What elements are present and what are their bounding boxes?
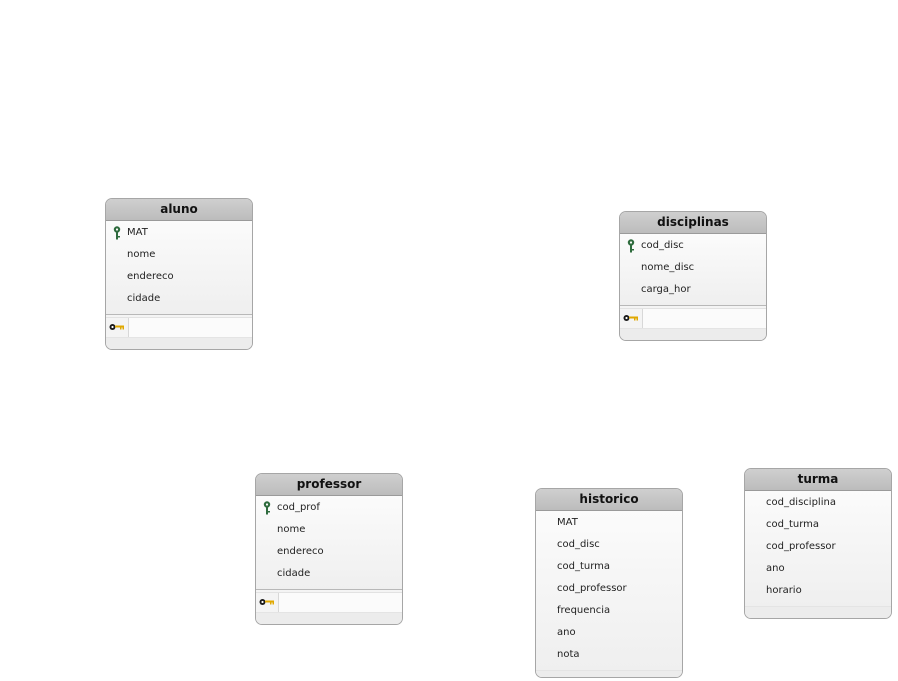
index-section[interactable] [106, 314, 252, 337]
field-name: cod_disciplina [766, 497, 836, 508]
field-mat[interactable]: MAT [106, 222, 252, 244]
field-endereco[interactable]: endereco [106, 266, 252, 288]
field-name: cod_turma [766, 519, 820, 530]
field-name: cod_disc [557, 539, 600, 550]
table-historico[interactable]: historico MAT cod_disc cod_turma cod_pro… [535, 488, 683, 678]
field-name: cidade [127, 293, 161, 304]
table-aluno-title: aluno [106, 199, 252, 221]
field-endereco[interactable]: endereco [256, 541, 402, 563]
field-name: nome [127, 249, 156, 260]
primary-key-icon [263, 501, 271, 515]
field-cod-disc[interactable]: cod_disc [536, 534, 682, 556]
table-disciplinas-fields: cod_disc nome_disc carga_hor [620, 234, 766, 305]
table-disciplinas[interactable]: disciplinas cod_disc nome_disc carga_hor [619, 211, 767, 341]
index-key-cell [620, 309, 643, 328]
table-disciplinas-footer [620, 328, 766, 340]
field-cod-professor[interactable]: cod_professor [536, 578, 682, 600]
table-professor-fields: cod_prof nome endereco cidade [256, 496, 402, 589]
table-disciplinas-title: disciplinas [620, 212, 766, 234]
table-historico-title: historico [536, 489, 682, 511]
table-aluno-footer [106, 337, 252, 349]
table-aluno-fields: MAT nome endereco cidade [106, 221, 252, 314]
index-key-icon [623, 315, 638, 321]
field-name: nota [557, 649, 580, 660]
field-ano[interactable]: ano [745, 558, 891, 580]
table-professor-title: professor [256, 474, 402, 496]
field-nome-disc[interactable]: nome_disc [620, 257, 766, 279]
field-name: cidade [277, 568, 311, 579]
field-name: nome_disc [641, 262, 695, 273]
table-aluno[interactable]: aluno MAT nome endereco cidade [105, 198, 253, 350]
index-key-cell [106, 318, 129, 337]
primary-key-icon [627, 239, 635, 253]
field-cidade[interactable]: cidade [256, 563, 402, 585]
field-name: MAT [127, 227, 148, 238]
field-carga-hor[interactable]: carga_hor [620, 279, 766, 301]
field-cod-turma[interactable]: cod_turma [745, 514, 891, 536]
field-name: endereco [127, 271, 174, 282]
field-frequencia[interactable]: frequencia [536, 600, 682, 622]
field-name: cod_professor [557, 583, 627, 594]
primary-key-icon [113, 226, 121, 240]
field-ano[interactable]: ano [536, 622, 682, 644]
table-historico-footer [536, 670, 682, 677]
index-key-icon [109, 324, 124, 330]
index-section[interactable] [620, 305, 766, 328]
table-professor-footer [256, 612, 402, 624]
field-name: MAT [557, 517, 578, 528]
index-key-icon [259, 599, 274, 605]
table-historico-fields: MAT cod_disc cod_turma cod_professor fre… [536, 511, 682, 670]
field-cidade[interactable]: cidade [106, 288, 252, 310]
table-turma-footer [745, 606, 891, 618]
index-value-cell [279, 593, 402, 612]
field-cod-prof[interactable]: cod_prof [256, 497, 402, 519]
field-nome[interactable]: nome [256, 519, 402, 541]
field-name: endereco [277, 546, 324, 557]
field-name: carga_hor [641, 284, 691, 295]
table-turma[interactable]: turma cod_disciplina cod_turma cod_profe… [744, 468, 892, 619]
index-value-cell [643, 309, 766, 328]
table-professor[interactable]: professor cod_prof nome endereco cidade [255, 473, 403, 625]
field-name: ano [557, 627, 576, 638]
field-cod-turma[interactable]: cod_turma [536, 556, 682, 578]
field-cod-professor[interactable]: cod_professor [745, 536, 891, 558]
index-section[interactable] [256, 589, 402, 612]
field-name: cod_disc [641, 240, 684, 251]
field-horario[interactable]: horario [745, 580, 891, 602]
field-name: cod_professor [766, 541, 836, 552]
field-name: ano [766, 563, 785, 574]
field-nota[interactable]: nota [536, 644, 682, 666]
table-turma-title: turma [745, 469, 891, 491]
field-name: frequencia [557, 605, 611, 616]
field-nome[interactable]: nome [106, 244, 252, 266]
field-name: horario [766, 585, 802, 596]
field-name: cod_prof [277, 502, 320, 513]
index-value-cell [129, 318, 252, 337]
field-mat[interactable]: MAT [536, 512, 682, 534]
field-cod-disc[interactable]: cod_disc [620, 235, 766, 257]
field-name: cod_turma [557, 561, 611, 572]
index-key-cell [256, 593, 279, 612]
field-cod-disciplina[interactable]: cod_disciplina [745, 492, 891, 514]
field-name: nome [277, 524, 306, 535]
table-turma-fields: cod_disciplina cod_turma cod_professor a… [745, 491, 891, 606]
